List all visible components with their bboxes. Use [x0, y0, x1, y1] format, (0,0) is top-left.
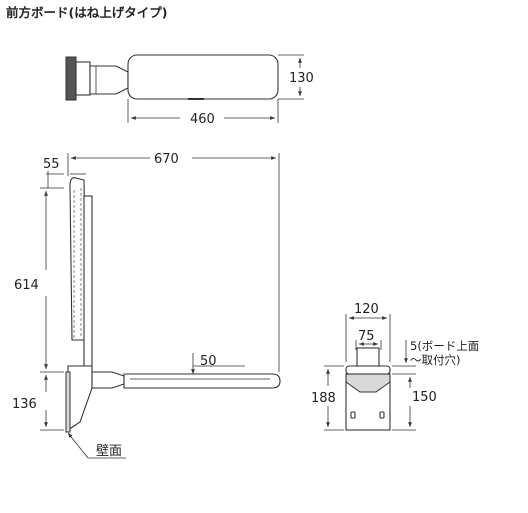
front-hole-left — [350, 411, 356, 419]
side-total-width-label: 670 — [154, 152, 179, 167]
front-width-label: 120 — [354, 302, 379, 317]
front-view: 120 75 188 150 5(ボード上面 ～取付穴) — [311, 302, 479, 431]
top-bracket — [75, 61, 91, 96]
side-board-thickness-label: 50 — [200, 354, 217, 369]
front-note-line1: 5(ボード上面 — [410, 339, 479, 353]
drawing-title: 前方ボード(はね上げタイプ) — [6, 5, 167, 20]
front-arm-post — [356, 347, 380, 367]
front-inner-width-label: 75 — [358, 329, 375, 344]
side-wall-label: 壁面 — [96, 444, 122, 459]
front-lower-label: 150 — [412, 390, 437, 405]
side-height-label: 614 — [14, 278, 39, 293]
side-bottom-label: 136 — [12, 397, 37, 412]
side-wall-bracket — [67, 365, 93, 432]
top-board — [127, 54, 279, 100]
top-width-label: 460 — [190, 112, 215, 127]
front-height-label: 188 — [311, 391, 336, 406]
front-hole-right — [379, 411, 385, 419]
side-arm — [91, 371, 125, 389]
front-note-line2: ～取付穴) — [410, 353, 461, 367]
side-upright-post — [83, 195, 93, 367]
front-bracket-head — [345, 373, 391, 393]
front-board-top — [345, 365, 391, 375]
side-view: 670 55 614 50 136 — [12, 152, 281, 459]
side-horizontal-board — [123, 373, 281, 389]
top-height-label: 130 — [289, 71, 314, 86]
top-view: 130 460 — [65, 54, 314, 127]
side-offset-label: 55 — [43, 157, 60, 172]
top-wall-plate — [65, 56, 77, 101]
